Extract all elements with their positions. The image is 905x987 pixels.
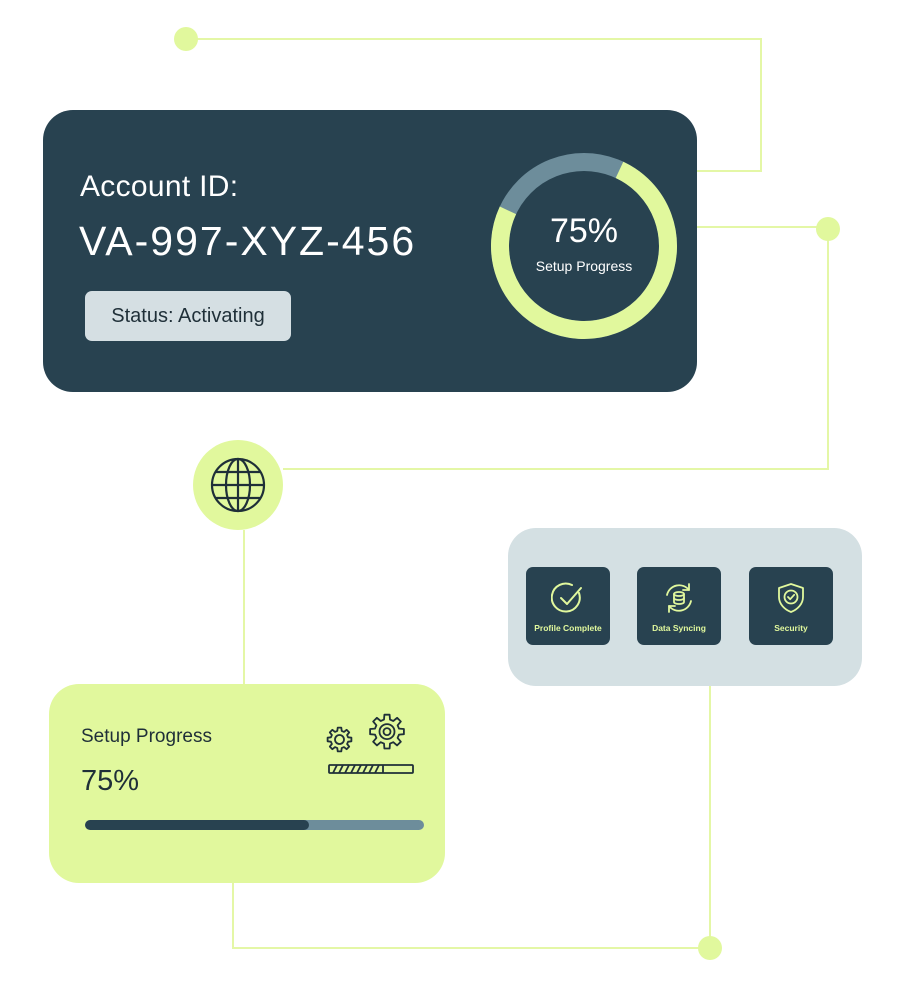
progress-bar-fill (85, 820, 309, 830)
tile-profile-complete[interactable]: Profile Complete (526, 567, 610, 645)
tile-label: Profile Complete (534, 623, 602, 633)
connector-dot (174, 27, 198, 51)
setup-progress-card: Setup Progress 75% (49, 684, 445, 883)
globe-node (193, 440, 283, 530)
sync-database-icon (666, 583, 692, 613)
gears-progress-icon (326, 713, 414, 774)
tile-label: Data Syncing (652, 623, 706, 633)
progress-percentage: 75% (81, 765, 140, 797)
ring-progress-arc (491, 153, 677, 339)
account-id-label: Account ID: (80, 170, 239, 203)
ring-percentage: 75% (549, 212, 619, 250)
status-panel: Profile Complete Data Syncing Security (508, 528, 862, 686)
account-id-value: VA-997-XYZ-456 (79, 218, 417, 264)
progress-title: Setup Progress (81, 726, 212, 747)
progress-bar (85, 820, 424, 830)
account-card: Account ID: VA-997-XYZ-456 Status: Activ… (43, 110, 697, 392)
globe-icon (210, 457, 266, 513)
tile-data-syncing[interactable]: Data Syncing (637, 567, 721, 645)
status-badge: Status: Activating (85, 291, 291, 341)
shield-check-icon (778, 583, 804, 613)
check-circle-icon (551, 582, 582, 613)
tile-security[interactable]: Security (749, 567, 833, 645)
tile-label: Security (774, 623, 808, 633)
ring-caption: Setup Progress (535, 258, 633, 274)
setup-progress-ring: 75% Setup Progress (487, 149, 681, 343)
connector-dot (816, 217, 840, 241)
connector-dot (698, 936, 722, 960)
